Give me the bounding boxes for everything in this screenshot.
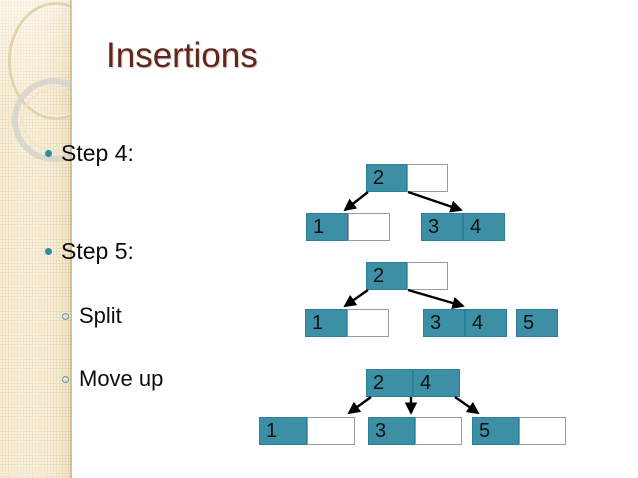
diagram3-child-3: 5: [472, 417, 566, 445]
node-cell: 4: [463, 213, 505, 241]
node-cell: 4: [413, 369, 460, 397]
node-cell: 2: [366, 369, 413, 397]
node-cell: 2: [366, 262, 407, 290]
node-cell: [307, 417, 355, 445]
node-cell: 3: [421, 213, 463, 241]
bullet-label: Step 5:: [61, 238, 134, 264]
bullet-item-move-up: Move up: [62, 366, 163, 392]
node-cell: 1: [305, 309, 347, 337]
node-cell: [415, 417, 462, 445]
page-title: Insertions: [106, 36, 258, 75]
node-cell: 5: [516, 309, 558, 337]
node-cell: [348, 213, 390, 241]
diagram2-root-node: 2: [366, 262, 448, 290]
diagram3-child-1: 1: [259, 417, 355, 445]
bullet-item-split: Split: [62, 303, 122, 329]
bullet-label: Split: [79, 303, 122, 328]
diagram2-child-right: 3 4: [423, 309, 507, 337]
bullet-item-step5: Step 5:: [45, 238, 134, 265]
node-cell: 2: [366, 164, 407, 192]
node-cell: 3: [423, 309, 465, 337]
bullet-label: Step 4:: [61, 140, 134, 166]
node-cell: 5: [472, 417, 519, 445]
diagram3-root-node: 2 4: [366, 369, 460, 397]
node-cell: 1: [259, 417, 307, 445]
bullet-hollow-circle-icon: [62, 312, 69, 320]
node-cell: 4: [465, 309, 507, 337]
node-cell: [519, 417, 566, 445]
band-edge-shadow: [70, 0, 73, 478]
diagram2-child-left: 1: [305, 309, 389, 337]
node-cell: [347, 309, 389, 337]
bullet-dot-icon: [45, 150, 52, 157]
diagram2-detached-node: 5: [516, 309, 558, 337]
diagram3-child-2: 3: [368, 417, 462, 445]
bullet-label: Move up: [79, 366, 164, 391]
node-cell: 1: [306, 213, 348, 241]
diagram1-root-node: 2: [366, 164, 448, 192]
bullet-item-step4: Step 4:: [45, 140, 134, 167]
node-cell: 3: [368, 417, 415, 445]
diagram1-child-left: 1: [306, 213, 390, 241]
bullet-hollow-circle-icon: [62, 375, 69, 383]
node-cell: [407, 262, 448, 290]
diagram1-child-right: 3 4: [421, 213, 505, 241]
bullet-dot-icon: [45, 248, 52, 255]
node-cell: [407, 164, 448, 192]
